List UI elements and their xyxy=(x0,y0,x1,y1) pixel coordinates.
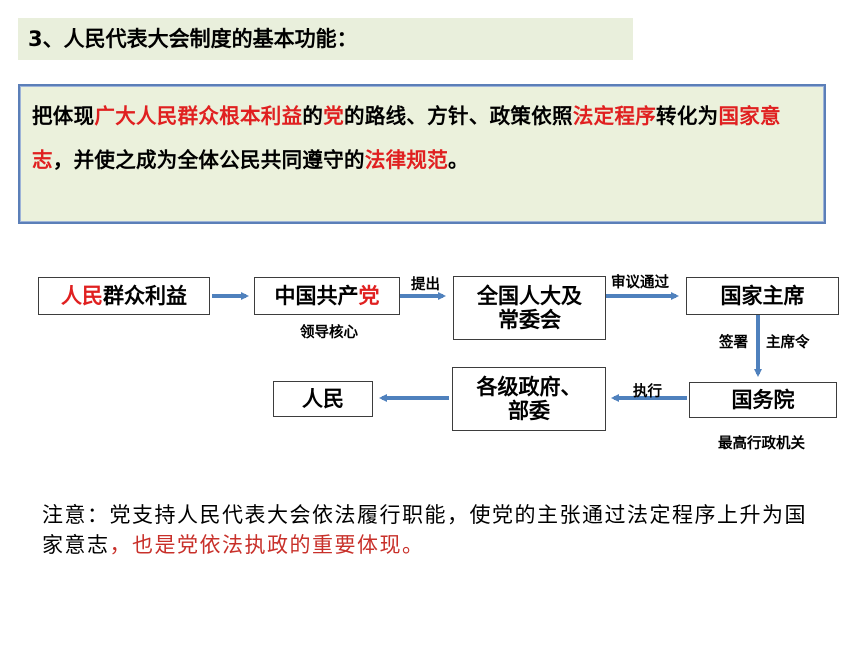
def-highlight-procedure: 法定程序 xyxy=(572,104,657,128)
note-highlight: ，也是党依法执政的重要体现。 xyxy=(109,533,425,557)
node-npc-line1: 全国人大及 xyxy=(477,284,582,308)
node-people-interests-label: 群众利益 xyxy=(103,284,187,308)
node-party: 中国共产党 xyxy=(254,277,400,315)
node-governments-line2: 部委 xyxy=(508,399,550,423)
edge-label-approve: 审议通过 xyxy=(611,275,669,291)
node-governments: 各级政府、 部委 xyxy=(452,367,606,431)
def-text: 的路线、方针、政策依照 xyxy=(344,104,573,128)
node-people: 人民 xyxy=(273,381,373,417)
party-core-label: 领导核心 xyxy=(300,325,358,341)
node-president-label: 国家主席 xyxy=(720,284,805,308)
def-text: 的 xyxy=(302,104,324,128)
node-npc-line2: 常委会 xyxy=(498,308,561,332)
node-people-label: 人民 xyxy=(302,387,344,411)
node-state-council-label: 国务院 xyxy=(731,388,795,412)
edge-label-order: 主席令 xyxy=(766,335,810,351)
node-party-label: 中国共产 xyxy=(274,284,359,308)
def-text: 把体现 xyxy=(32,104,95,128)
note-text: 注意：党支持人民代表大会依法履行职能，使党的主张通过法定程序上升为国家意志 xyxy=(42,503,807,557)
node-npc: 全国人大及 常委会 xyxy=(453,276,606,340)
edge-label-execute: 执行 xyxy=(633,384,662,400)
node-people-interests-red: 人民 xyxy=(61,284,103,308)
def-highlight-interests: 广大人民群众根本利益 xyxy=(94,104,303,128)
def-highlight-norms: 法律规范 xyxy=(364,148,449,172)
def-text: ，并使之成为全体公民共同遵守的 xyxy=(52,148,365,172)
section-heading: 3、人民代表大会制度的基本功能： xyxy=(18,18,633,60)
node-governments-line1: 各级政府、 xyxy=(476,375,582,399)
edge-label-propose: 提出 xyxy=(411,277,440,293)
def-highlight-will: 国家意志 xyxy=(32,104,781,172)
def-text: 转化为 xyxy=(656,104,719,128)
node-state-council: 国务院 xyxy=(689,382,837,418)
def-highlight-party: 党 xyxy=(323,104,345,128)
definition-box: 把体现广大人民群众根本利益的党的路线、方针、政策依照法定程序转化为国家意志，并使… xyxy=(18,84,826,224)
def-text: 。 xyxy=(448,148,469,172)
node-president: 国家主席 xyxy=(686,277,839,315)
node-people-interests: 人民群众利益 xyxy=(38,277,210,315)
note-paragraph: 注意：党支持人民代表大会依法履行职能，使党的主张通过法定程序上升为国家意志，也是… xyxy=(42,500,822,560)
state-council-sub-label: 最高行政机关 xyxy=(718,436,805,452)
node-party-red: 党 xyxy=(358,284,380,308)
edge-label-sign: 签署 xyxy=(719,335,748,351)
